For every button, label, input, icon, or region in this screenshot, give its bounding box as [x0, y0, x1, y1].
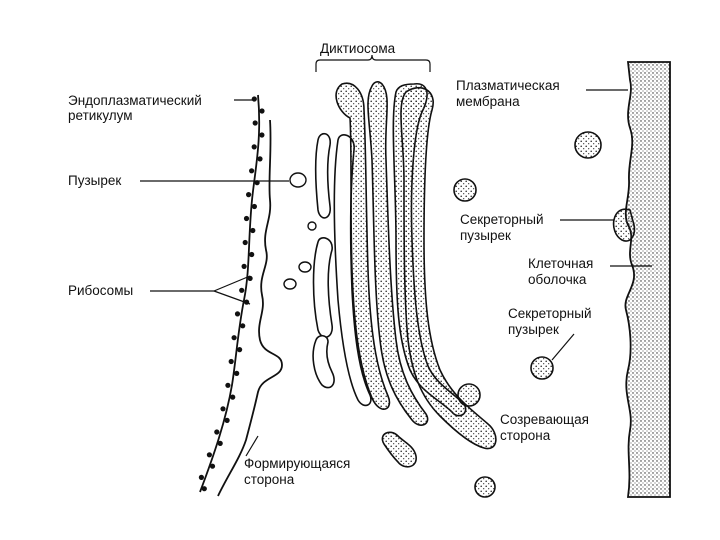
ribosome-dot	[251, 96, 257, 102]
transport-vesicle-4	[307, 221, 317, 231]
label-secretory2-2: пузырек	[508, 322, 559, 337]
label-er-1: Эндоплазматический	[68, 93, 202, 108]
secretory-vesicle-a	[453, 178, 477, 202]
cisterna-6	[400, 86, 497, 450]
ribosome-dot	[220, 406, 226, 412]
ribosome-dot	[228, 358, 234, 365]
ribosome-dot	[250, 227, 256, 234]
ribosome-dot	[201, 486, 207, 492]
leader-forming	[245, 435, 259, 457]
label-er-2: ретикулум	[68, 108, 133, 123]
ribosome-dot	[209, 463, 216, 469]
er-membrane-inner	[217, 119, 283, 497]
budding-secretory-vesicle	[612, 208, 636, 242]
ribosome-dot	[246, 192, 252, 198]
ribosome-dot	[231, 335, 237, 341]
secretory-vesicle-c	[530, 356, 554, 380]
cisterna-1b	[312, 237, 333, 338]
label-forming-2: сторона	[244, 472, 295, 487]
ribosome-dot	[234, 311, 241, 317]
ribosome-dot	[259, 108, 265, 114]
leader-ribosomes-3	[213, 290, 251, 305]
transport-vesicle-3	[283, 278, 297, 290]
cisterna-1	[314, 132, 331, 219]
label-secretory1-1: Секреторный	[460, 212, 543, 227]
ribosome-dot	[230, 394, 236, 400]
ribosome-dot	[243, 215, 250, 222]
label-maturing-1: Созревающая	[500, 412, 589, 427]
label-vesicle: Пузырек	[68, 173, 121, 188]
ribosome-dot	[224, 417, 230, 423]
ribosome-dot	[251, 203, 257, 210]
ribosome-dot	[239, 287, 245, 293]
secretory-vesicle-b	[574, 131, 602, 159]
label-forming-1: Формирующаяся	[244, 456, 350, 471]
ribosome-dot	[217, 440, 223, 446]
ribosome-dot	[234, 370, 240, 376]
ribosome-dot	[214, 429, 220, 435]
label-maturing-2: сторона	[500, 428, 551, 443]
ribosome-dot	[240, 323, 246, 329]
label-secretory1-2: пузырек	[460, 228, 511, 243]
label-cellwall-1: Клеточная	[528, 256, 593, 271]
leader-ribosomes-2	[213, 275, 251, 292]
cell-wall	[624, 61, 671, 498]
ribosome-dot	[198, 474, 204, 480]
label-secretory2-1: Секреторный	[508, 306, 591, 321]
label-ribosomes: Рибосомы	[68, 283, 133, 298]
transport-vesicle-2	[298, 261, 312, 273]
ribosome-dot	[225, 382, 231, 388]
ribosome-dot	[257, 156, 263, 162]
er-membrane-outer	[199, 94, 261, 493]
transport-vesicle	[289, 172, 307, 188]
cisterna-3	[335, 82, 391, 410]
cisterna-1c	[312, 334, 335, 389]
secretory-vesicle-e	[474, 476, 496, 498]
ribosome-dot	[237, 347, 243, 353]
cisterna-4	[367, 81, 429, 426]
ribosome-dot	[206, 452, 212, 458]
ribosome-dot	[251, 144, 257, 150]
label-plasma-1: Плазматическая	[456, 78, 560, 93]
ribosome-dot	[259, 132, 265, 138]
ribosome-dots	[198, 96, 265, 492]
leader-secretory2	[551, 333, 575, 361]
ribosome-dot	[242, 239, 248, 246]
label-cellwall-2: оболочка	[528, 272, 587, 287]
cisterna-fragment	[381, 431, 417, 468]
ribosome-dot	[252, 120, 258, 126]
ribosome-dot	[249, 168, 255, 174]
dictyosome-brace	[315, 54, 431, 72]
label-dictyosome: Диктиосома	[320, 41, 396, 56]
label-plasma-2: мембрана	[456, 94, 520, 109]
ribosome-dot	[249, 251, 255, 258]
secretory-vesicle-d	[457, 383, 481, 407]
ribosome-dot	[241, 263, 247, 269]
